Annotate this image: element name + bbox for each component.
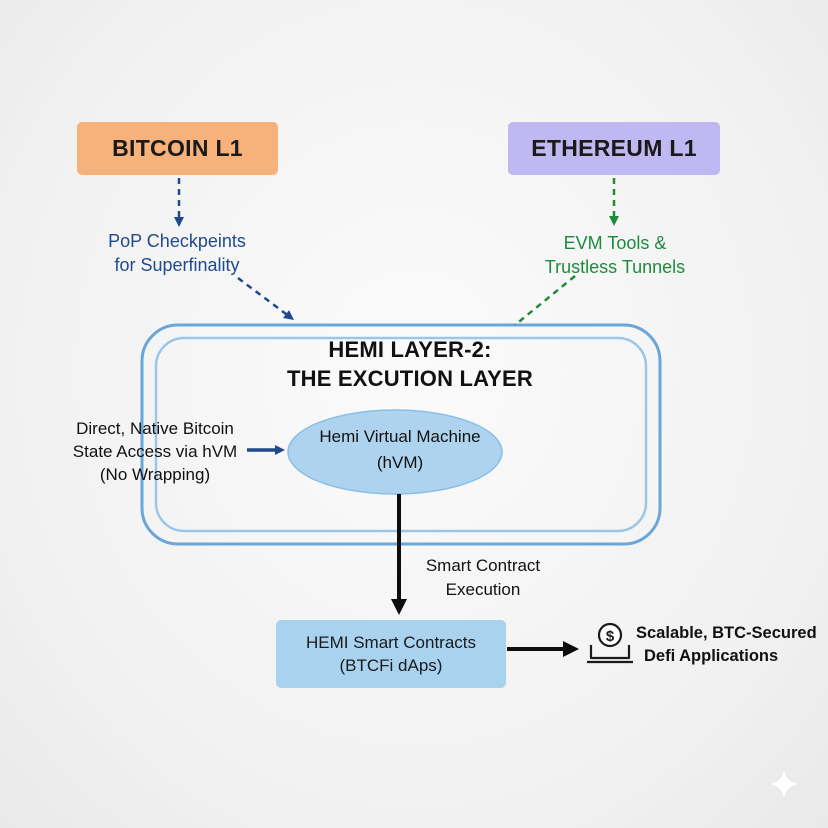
dollar-device-icon: $ (587, 622, 633, 664)
evm-label-line2: Trustless Tunnels (544, 257, 686, 277)
pop-label-line1: PoP Checkpeints (108, 231, 246, 251)
pop-to-hemi-dashed-arrow (237, 277, 294, 320)
hvm-label-line2: (hVM) (376, 453, 424, 472)
exec-label-line2: Execution (445, 580, 521, 599)
hemi-smart-contracts-box: HEMI Smart Contracts (BTCFi dAps) (276, 620, 506, 688)
scalable-label-line1: Scalable, BTC-Secured (636, 624, 817, 642)
exec-label-line1: Smart Contract (425, 556, 541, 575)
bitcoin-l1-box: BITCOIN L1 (77, 122, 278, 175)
hemi-title-line2: THE EXCUTION LAYER (286, 366, 534, 391)
sparkle-icon (765, 765, 803, 803)
ethereum-l1-label: ETHEREUM L1 (531, 135, 697, 161)
ethereum-l1-box: ETHEREUM L1 (508, 122, 720, 175)
contracts-label-line2: (BTCFi dAps) (339, 656, 443, 675)
hvm-ellipse (287, 409, 503, 495)
svg-text:$: $ (606, 628, 615, 645)
scalable-label-line2: Defi Applications (644, 647, 779, 665)
hemi-title-line1: HEMI LAYER-2: (328, 337, 492, 362)
hvm-label: Hemi Virtual Machine (hVM) (290, 424, 510, 476)
evm-to-hemi-dashed-line (514, 275, 576, 326)
direct-access-label: Direct, Native Bitcoin State Access via … (40, 417, 270, 486)
hemi-layer-title: HEMI LAYER-2: THE EXCUTION LAYER (230, 335, 590, 393)
scalable-apps-label: Scalable, BTC-Secured Defi Applications (636, 622, 828, 668)
bitcoin-l1-label: BITCOIN L1 (112, 135, 243, 161)
evm-tools-label: EVM Tools & Trustless Tunnels (515, 231, 715, 279)
pop-checkpoints-label: PoP Checkpeints for Superfinality (62, 229, 292, 277)
pop-label-line2: for Superfinality (114, 255, 240, 275)
direct-label-line2: State Access via hVM (72, 442, 238, 461)
direct-label-line3: (No Wrapping) (99, 465, 211, 484)
evm-label-line1: EVM Tools & (563, 233, 667, 253)
direct-label-line1: Direct, Native Bitcoin (76, 419, 234, 438)
smart-contract-execution-label: Smart Contract Execution (393, 554, 573, 602)
hvm-label-line1: Hemi Virtual Machine (319, 427, 481, 446)
contracts-label-line1: HEMI Smart Contracts (305, 633, 477, 652)
